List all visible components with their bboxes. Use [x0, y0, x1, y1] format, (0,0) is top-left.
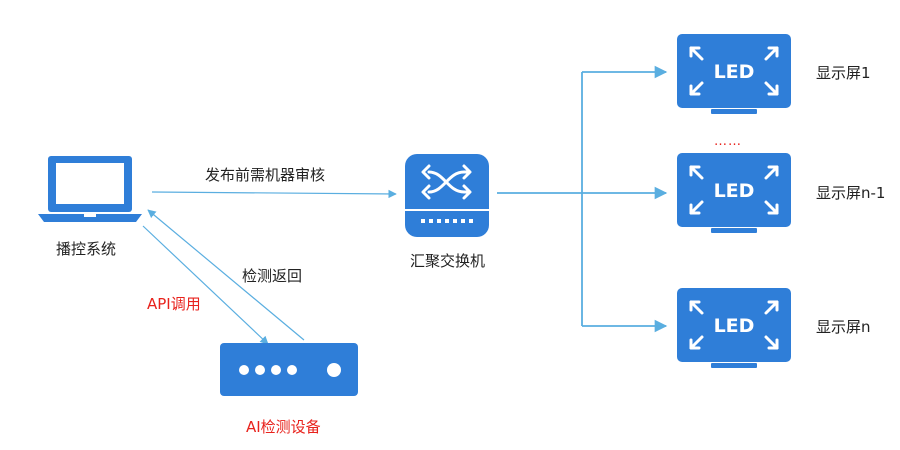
- led-badge-text: LED: [714, 315, 755, 337]
- edge-label-api-call: API调用: [147, 295, 201, 313]
- network-device-icon: [220, 343, 358, 396]
- edge-label-publish: 发布前需机器审核: [205, 166, 326, 184]
- edge-label-detect-return: 检测返回: [242, 267, 303, 285]
- led-badge-text: LED: [714, 180, 755, 202]
- edge-publish-arrow: [151, 189, 397, 199]
- switch-to-screens-connector: [497, 65, 668, 333]
- ai-device-label: AI检测设备: [246, 418, 321, 436]
- switch-label: 汇聚交换机: [410, 252, 486, 270]
- screen-label-n: 显示屏n: [816, 318, 871, 336]
- edge-detect-return-arrow: [147, 209, 305, 341]
- led-badge-text: LED: [714, 61, 755, 83]
- network-switch-icon: [405, 154, 489, 237]
- led-display-icon: LED: [677, 34, 791, 114]
- screen-label-1: 显示屏1: [816, 64, 871, 82]
- control-system-label: 播控系统: [56, 240, 117, 258]
- led-display-icon: LED: [677, 153, 791, 233]
- laptop-icon: [38, 156, 142, 222]
- led-display-icon: LED: [677, 288, 791, 368]
- screen-label-n-1: 显示屏n-1: [816, 184, 886, 202]
- edge-api-call-arrow: [142, 225, 269, 345]
- screens-ellipsis: ……: [714, 134, 742, 149]
